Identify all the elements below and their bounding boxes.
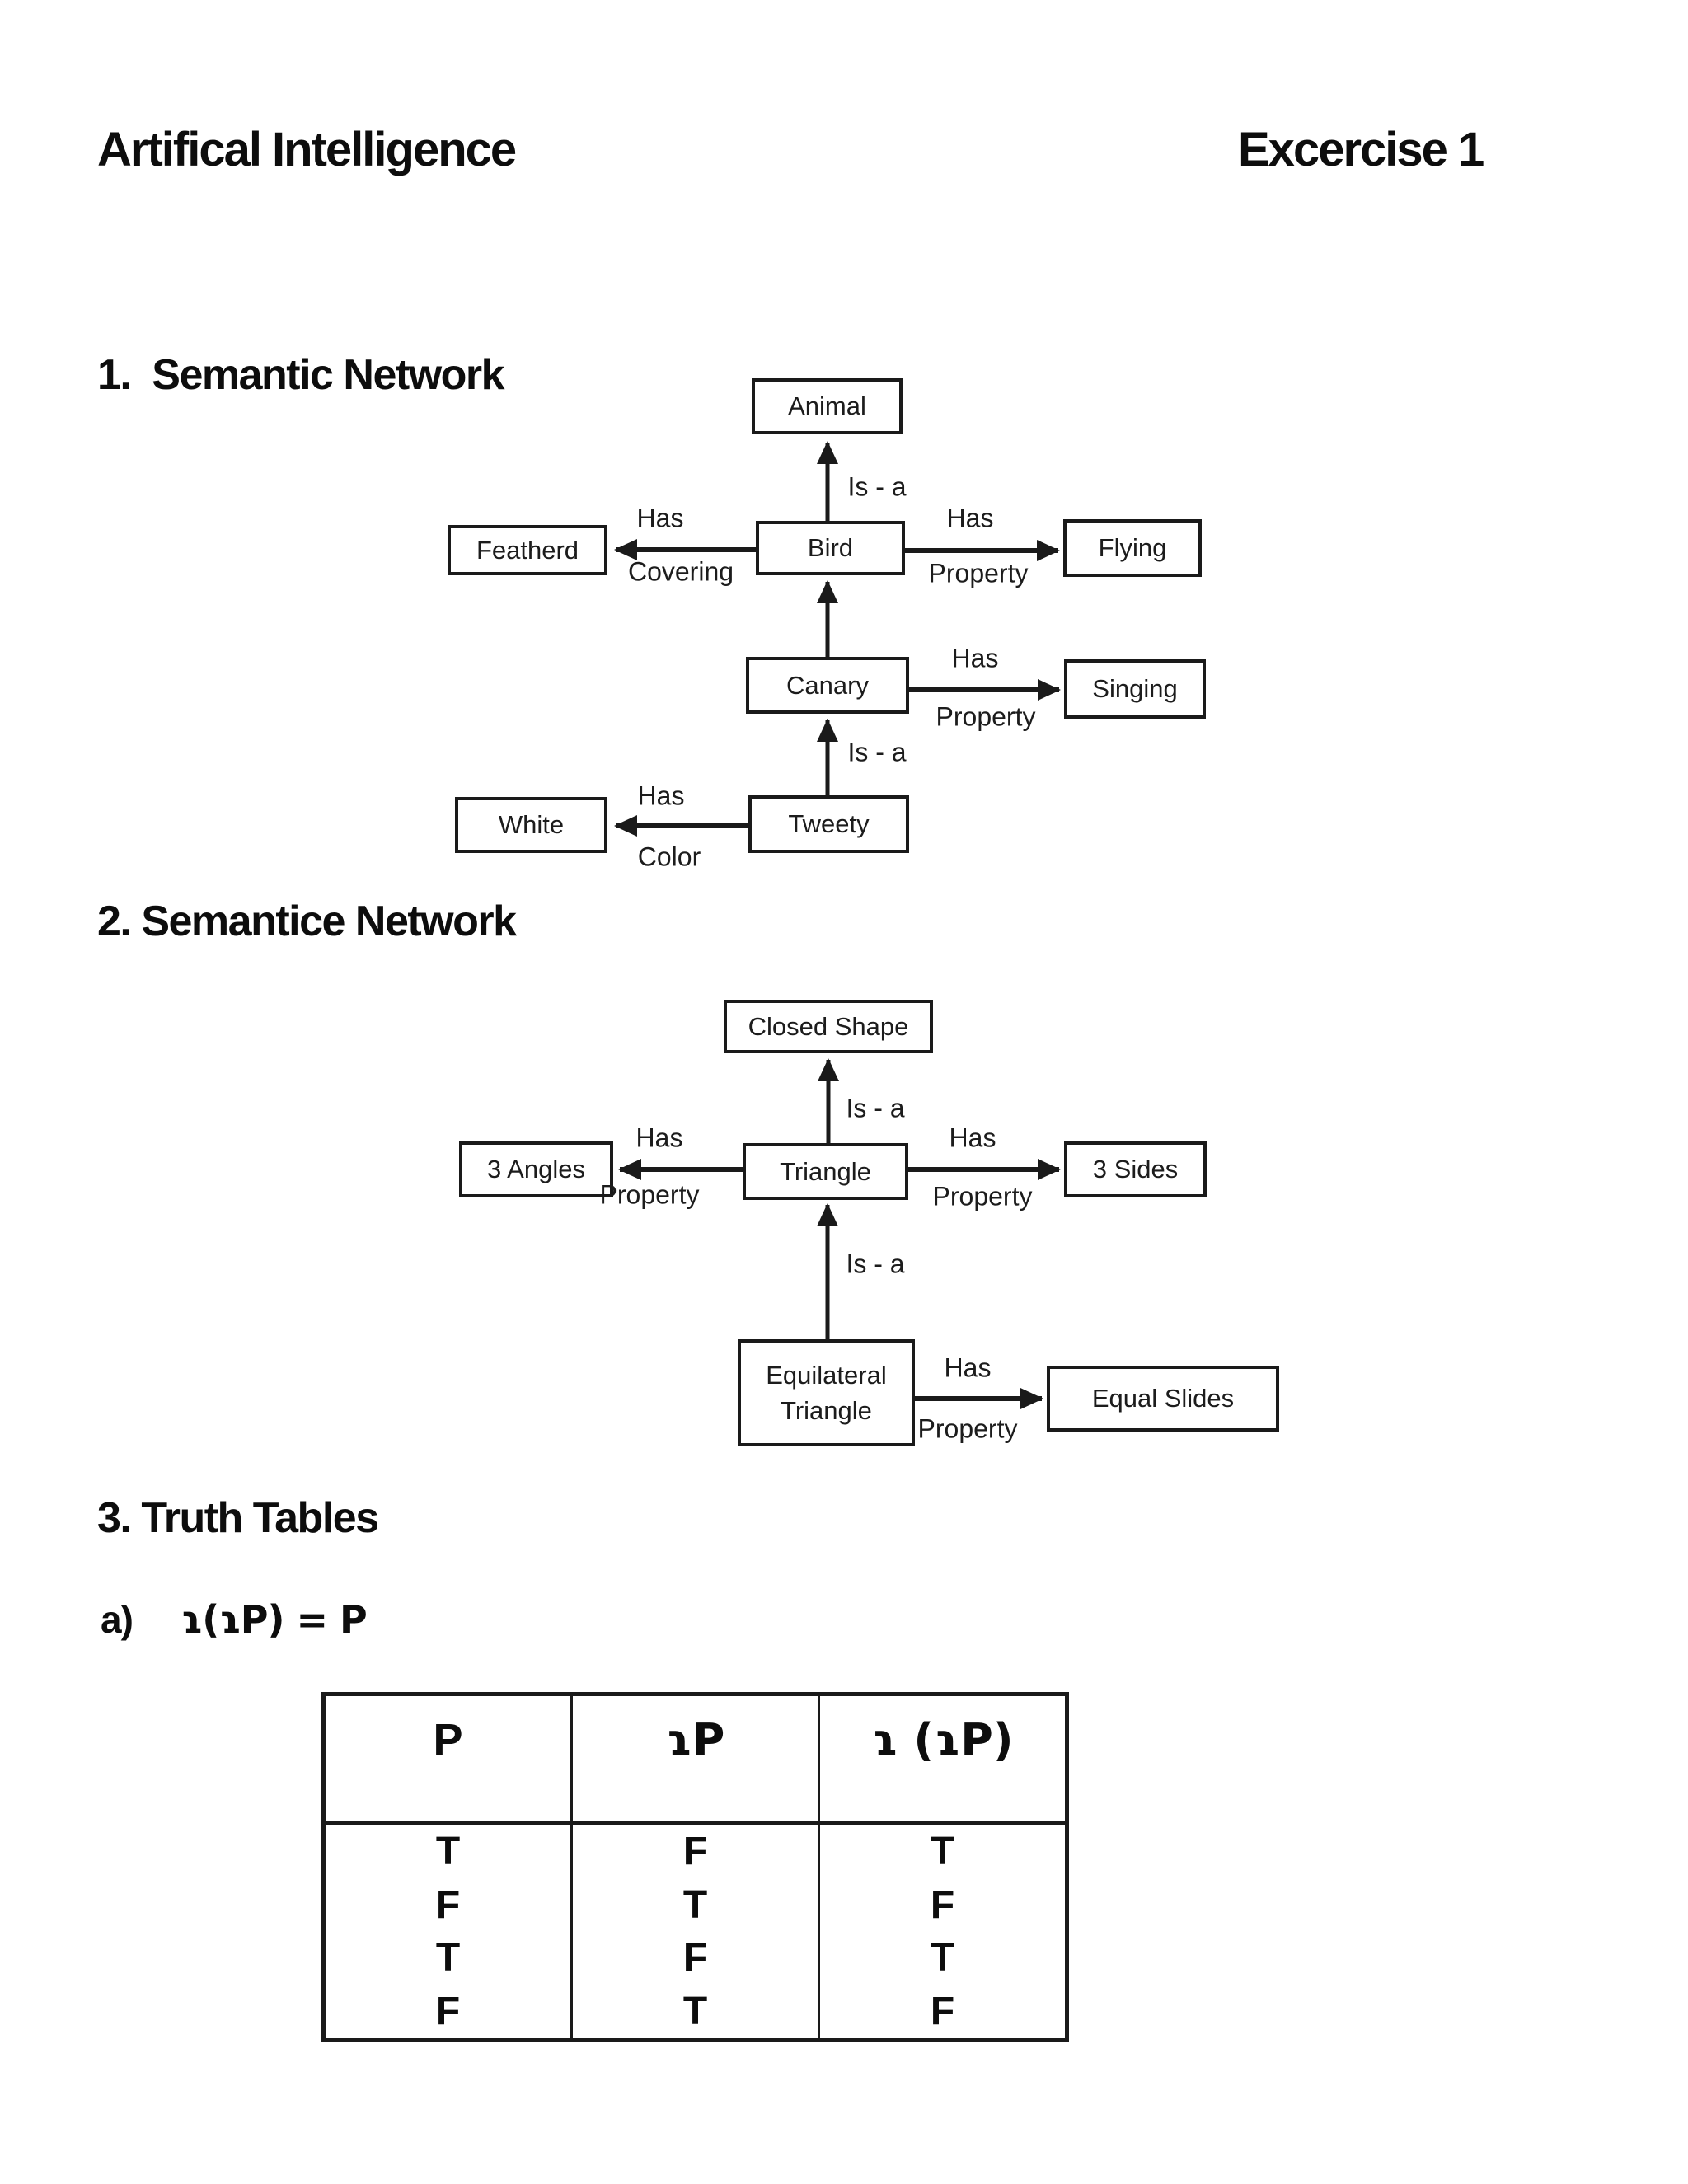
node-triangle: Triangle [743, 1143, 908, 1200]
edge-label-has-singing-top: Has [951, 643, 999, 673]
edge-label-property-angles: Property [599, 1179, 700, 1210]
truth-table: P ɿP ɿ (ɿP) T F T F T F T F T F T F [321, 1692, 1069, 2042]
node-3-angles: 3 Angles [459, 1141, 613, 1197]
edge-label-property-equalslides: Property [917, 1413, 1018, 1444]
truth-table-cell: F [326, 1985, 573, 2038]
truth-table-cell: F [930, 1882, 955, 1927]
truth-table-row-4: F T F [326, 1985, 1065, 2038]
node-equilateral-line1: Equilateral [766, 1360, 887, 1390]
edge-label-has-sides-top: Has [949, 1122, 996, 1153]
truth-table-header-not-p: ɿP [573, 1696, 820, 1821]
section-2-heading: 2. Semantice Network [97, 898, 517, 945]
edge-label-has-equalslides-top: Has [944, 1352, 992, 1383]
truth-table-cell: F [326, 1877, 573, 1932]
node-equilateral-triangle: Equilateral Triangle [738, 1339, 915, 1446]
truth-table-cell: T [930, 1936, 955, 1980]
page-title: Artifical Intelligence [97, 123, 517, 176]
truth-table-cell: F [573, 1825, 820, 1878]
truth-table-row-3: T F T [326, 1931, 1065, 1985]
edge-label-isa-tweety-canary: Is - a [847, 737, 907, 767]
edge-label-has-color-top: Has [637, 780, 685, 811]
edge-label-isa-bird-animal: Is - a [847, 471, 907, 502]
node-3-sides: 3 Sides [1064, 1141, 1207, 1197]
section-1-heading: 1. Semantic Network [97, 351, 505, 399]
edge-label-has-covering-top: Has [636, 503, 684, 533]
node-flying: Flying [1063, 519, 1202, 577]
node-closed-shape: Closed Shape [724, 1000, 933, 1053]
truth-table-cell: F [930, 1990, 955, 2034]
truth-table-header-row: P ɿP ɿ (ɿP) [326, 1696, 1065, 1825]
truth-table-cell: T [573, 1985, 820, 2038]
truth-table-cell: T [326, 1931, 573, 1985]
truth-table-cell: T [573, 1877, 820, 1932]
edge-label-property-sides: Property [932, 1181, 1033, 1212]
node-bird: Bird [756, 521, 905, 575]
edge-label-has-angles-top: Has [635, 1122, 683, 1153]
node-equal-slides: Equal Slides [1047, 1366, 1279, 1432]
truth-table-cell: T [326, 1825, 573, 1878]
node-canary: Canary [746, 657, 909, 714]
edge-label-covering: Covering [627, 556, 734, 587]
node-singing: Singing [1064, 659, 1206, 719]
edge-label-color: Color [637, 841, 701, 872]
exercise-label: Excercise 1 [1238, 123, 1484, 176]
truth-table-header-not-not-p: ɿ (ɿP) [871, 1714, 1014, 1766]
truth-table-row-1: T F T [326, 1825, 1065, 1878]
node-feathered: Featherd [448, 525, 607, 575]
section-3-heading: 3. Truth Tables [97, 1494, 379, 1542]
truth-table-cell: T [930, 1829, 955, 1873]
edge-label-isa-equilateral-triangle: Is - a [846, 1249, 905, 1279]
truth-table-row-2: F T F [326, 1877, 1065, 1932]
edge-label-isa-triangle-closedshape: Is - a [846, 1093, 905, 1123]
edge-label-has-flying-top: Has [946, 503, 994, 533]
node-white: White [455, 797, 607, 853]
edge-label-property-singing: Property [935, 701, 1036, 732]
subsection-a-formula: ɿ(ɿP) = P [180, 1597, 368, 1642]
truth-table-header-p: P [326, 1696, 573, 1821]
node-animal: Animal [752, 378, 903, 434]
node-equilateral-line2: Triangle [781, 1396, 872, 1425]
edge-label-property-flying: Property [928, 558, 1029, 588]
subsection-a-label: a) [101, 1598, 134, 1641]
node-tweety: Tweety [748, 795, 909, 853]
subsection-a-line: a) ɿ(ɿP) = P [101, 1597, 368, 1642]
truth-table-cell: F [573, 1931, 820, 1985]
